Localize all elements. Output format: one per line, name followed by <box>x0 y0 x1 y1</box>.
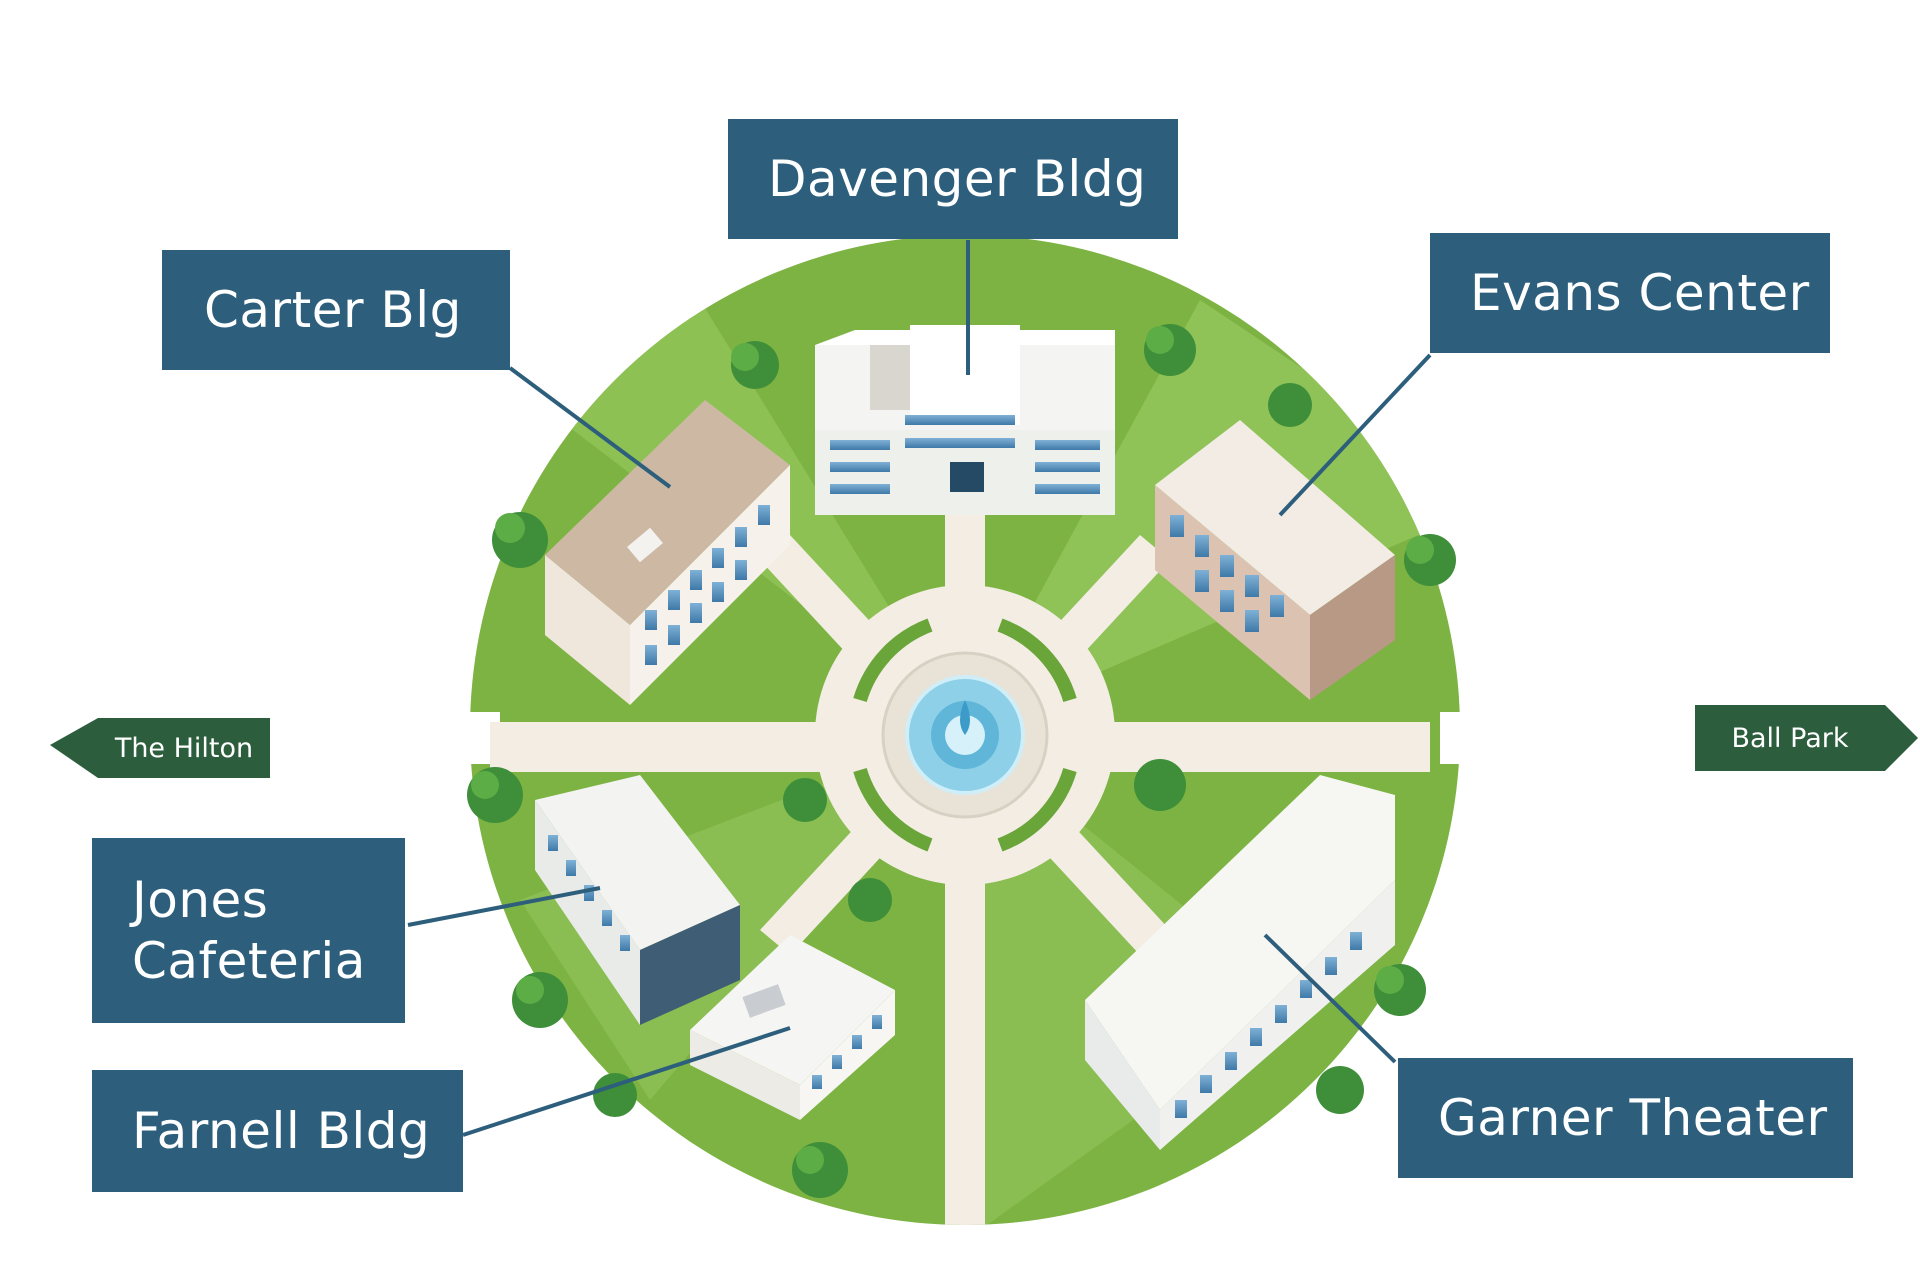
label-garner-theater[interactable]: Garner Theater <box>1398 1058 1853 1178</box>
farnell-building[interactable] <box>690 935 895 1120</box>
label-farnell-text: Farnell Bldg <box>132 1101 431 1160</box>
label-evans-text: Evans Center <box>1470 263 1810 322</box>
label-carter-blg[interactable]: Carter Blg <box>162 250 510 370</box>
leader-lines <box>407 240 1432 1137</box>
jones-building[interactable] <box>535 775 740 1025</box>
sign-ball-park[interactable] <box>1695 705 1918 771</box>
garner-building[interactable] <box>1085 775 1395 1150</box>
label-davenger-text: Davenger Bldg <box>768 149 1147 208</box>
davenger-building[interactable] <box>815 325 1115 515</box>
sign-ball-park-text: Ball Park <box>1731 722 1849 754</box>
sign-ball-park-label: Ball Park <box>1695 705 1885 771</box>
label-evans-center[interactable]: Evans Center <box>1430 233 1830 353</box>
roundabout-hedges <box>853 618 1077 852</box>
sign-the-hilton-text: The Hilton <box>114 732 254 764</box>
label-jones-cafeteria[interactable]: Jones Cafeteria <box>92 838 405 1023</box>
label-garner-text: Garner Theater <box>1438 1088 1828 1147</box>
sign-the-hilton-label: The Hilton <box>98 718 270 778</box>
carter-building[interactable] <box>545 400 790 705</box>
label-jones-lines: Jones Cafeteria <box>132 870 366 992</box>
tree-icon-group <box>467 324 1456 1198</box>
label-davenger-bldg[interactable]: Davenger Bldg <box>728 119 1178 239</box>
evans-building[interactable] <box>1155 420 1395 700</box>
label-jones-line1: Jones <box>132 870 269 929</box>
fountain-icon <box>881 651 1049 819</box>
label-jones-line2: Cafeteria <box>132 931 366 990</box>
sign-the-hilton[interactable] <box>50 718 270 778</box>
label-farnell-bldg[interactable]: Farnell Bldg <box>92 1070 463 1192</box>
label-carter-text: Carter Blg <box>204 280 462 339</box>
